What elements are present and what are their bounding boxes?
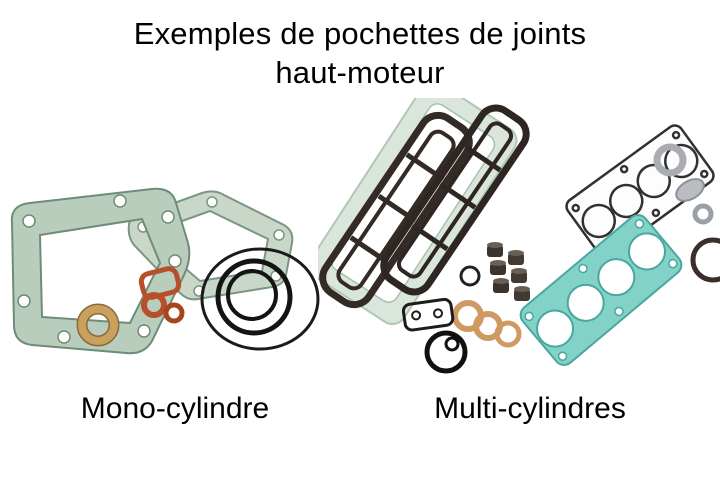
black-o-rings xyxy=(200,247,320,351)
page-title-line2: haut-moteur xyxy=(275,55,445,90)
black-carb-gasket xyxy=(401,297,455,332)
copper-o-rings xyxy=(452,300,522,348)
caption-multi-cylindres: Multi-cylindres xyxy=(434,392,626,425)
page-title-line1: Exemples de pochettes de joints xyxy=(133,16,587,51)
rubber-valve-seals xyxy=(459,242,530,301)
copper-washer xyxy=(76,303,120,347)
grey-washers xyxy=(653,143,720,283)
valve-cover-gasket-1 xyxy=(319,111,473,309)
multi-cylinder-gasket-kit-image xyxy=(318,98,720,374)
page-title: Exemples de pochettes de joints haut-mot… xyxy=(0,14,720,92)
orange-o-rings xyxy=(138,266,185,324)
black-seal-ring xyxy=(424,330,468,374)
mono-cylinder-gasket-kit-image xyxy=(10,187,320,355)
valve-cover-gasket-2 xyxy=(380,104,530,296)
teal-head-gasket xyxy=(519,214,683,366)
caption-mono-cylindre: Mono-cylindre xyxy=(80,392,270,425)
